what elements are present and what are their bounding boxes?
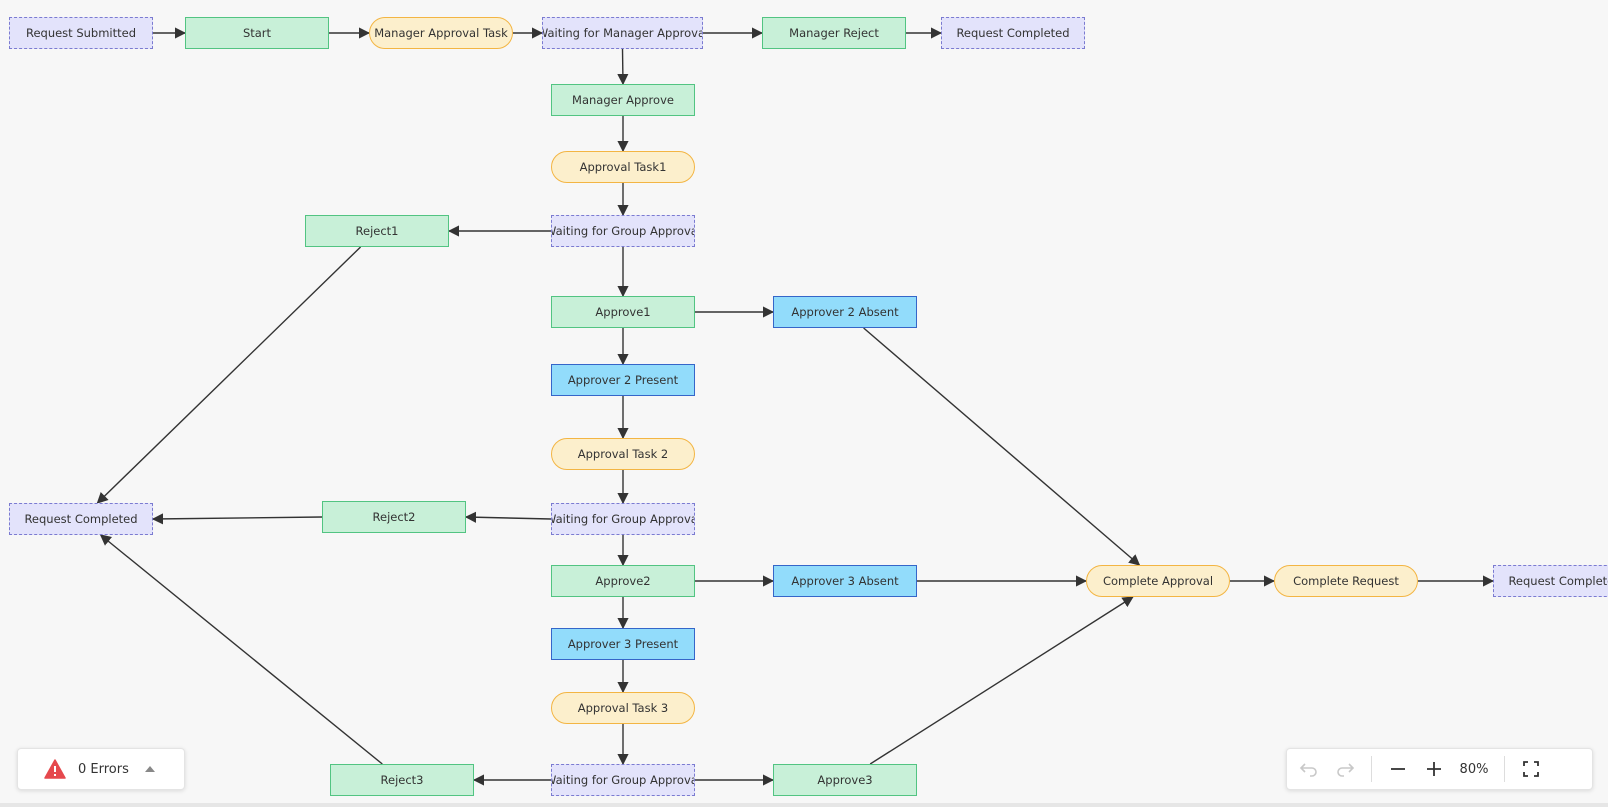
edge-n12-n20[interactable]: [863, 327, 1141, 566]
node-approver-3-absent[interactable]: Approver 3 Absent: [773, 565, 917, 597]
node-request-submitted[interactable]: Request Submitted: [9, 17, 153, 49]
edge-n26-n17[interactable]: [99, 534, 383, 765]
node-approval-task1[interactable]: Approval Task1: [551, 151, 695, 183]
edge-n15-n16[interactable]: [464, 511, 552, 523]
edge-n4-n7[interactable]: [617, 48, 629, 86]
edge-n16-n17[interactable]: [151, 513, 323, 525]
node-approve1[interactable]: Approve1: [551, 296, 695, 328]
node-reject2[interactable]: Reject2: [322, 501, 466, 533]
node-waiting-for-group-approval[interactable]: Waiting for Group Approval: [551, 503, 695, 535]
zoom-toolbar: 80%: [1286, 748, 1593, 790]
node-start[interactable]: Start: [185, 17, 329, 49]
horizontal-scrollbar[interactable]: [0, 803, 1608, 807]
node-request-completed[interactable]: Request Completed: [9, 503, 153, 535]
minus-icon[interactable]: [1380, 751, 1416, 787]
node-manager-reject[interactable]: Manager Reject: [762, 17, 906, 49]
node-reject1[interactable]: Reject1: [305, 215, 449, 247]
node-approver-2-present[interactable]: Approver 2 Present: [551, 364, 695, 396]
node-approve2[interactable]: Approve2: [551, 565, 695, 597]
caret-up-icon[interactable]: [144, 766, 155, 772]
node-request-completed[interactable]: Request Completed: [1493, 565, 1608, 597]
node-waiting-for-group-approval[interactable]: Waiting for Group Approval: [551, 215, 695, 247]
node-reject3[interactable]: Reject3: [330, 764, 474, 796]
node-approve3[interactable]: Approve3: [773, 764, 917, 796]
node-manager-approve[interactable]: Manager Approve: [551, 84, 695, 116]
edge-n27-n20[interactable]: [869, 596, 1134, 765]
errors-panel[interactable]: 0 Errors: [17, 748, 185, 790]
undo-icon[interactable]: [1291, 751, 1327, 787]
node-approval-task-3[interactable]: Approval Task 3: [551, 692, 695, 724]
node-approver-2-absent[interactable]: Approver 2 Absent: [773, 296, 917, 328]
fullscreen-icon[interactable]: [1513, 751, 1549, 787]
zoom-level: 80%: [1459, 761, 1489, 777]
node-waiting-for-group-approval[interactable]: Waiting for Group Approval: [551, 764, 695, 796]
toolbar-divider: [1504, 756, 1505, 782]
edge-n10-n17[interactable]: [96, 246, 362, 504]
redo-icon[interactable]: [1327, 751, 1363, 787]
node-manager-approval-task[interactable]: Manager Approval Task: [369, 17, 513, 49]
node-complete-approval[interactable]: Complete Approval: [1086, 565, 1230, 597]
node-approval-task-2[interactable]: Approval Task 2: [551, 438, 695, 470]
toolbar-divider: [1371, 756, 1372, 782]
node-waiting-for-manager-approval[interactable]: Waiting for Manager Approval: [542, 17, 703, 49]
node-request-completed[interactable]: Request Completed: [941, 17, 1085, 49]
node-complete-request[interactable]: Complete Request: [1274, 565, 1418, 597]
plus-icon[interactable]: [1416, 751, 1452, 787]
node-approver-3-present[interactable]: Approver 3 Present: [551, 628, 695, 660]
errors-count: 0 Errors: [78, 761, 129, 777]
warning-triangle-icon: [44, 759, 66, 779]
